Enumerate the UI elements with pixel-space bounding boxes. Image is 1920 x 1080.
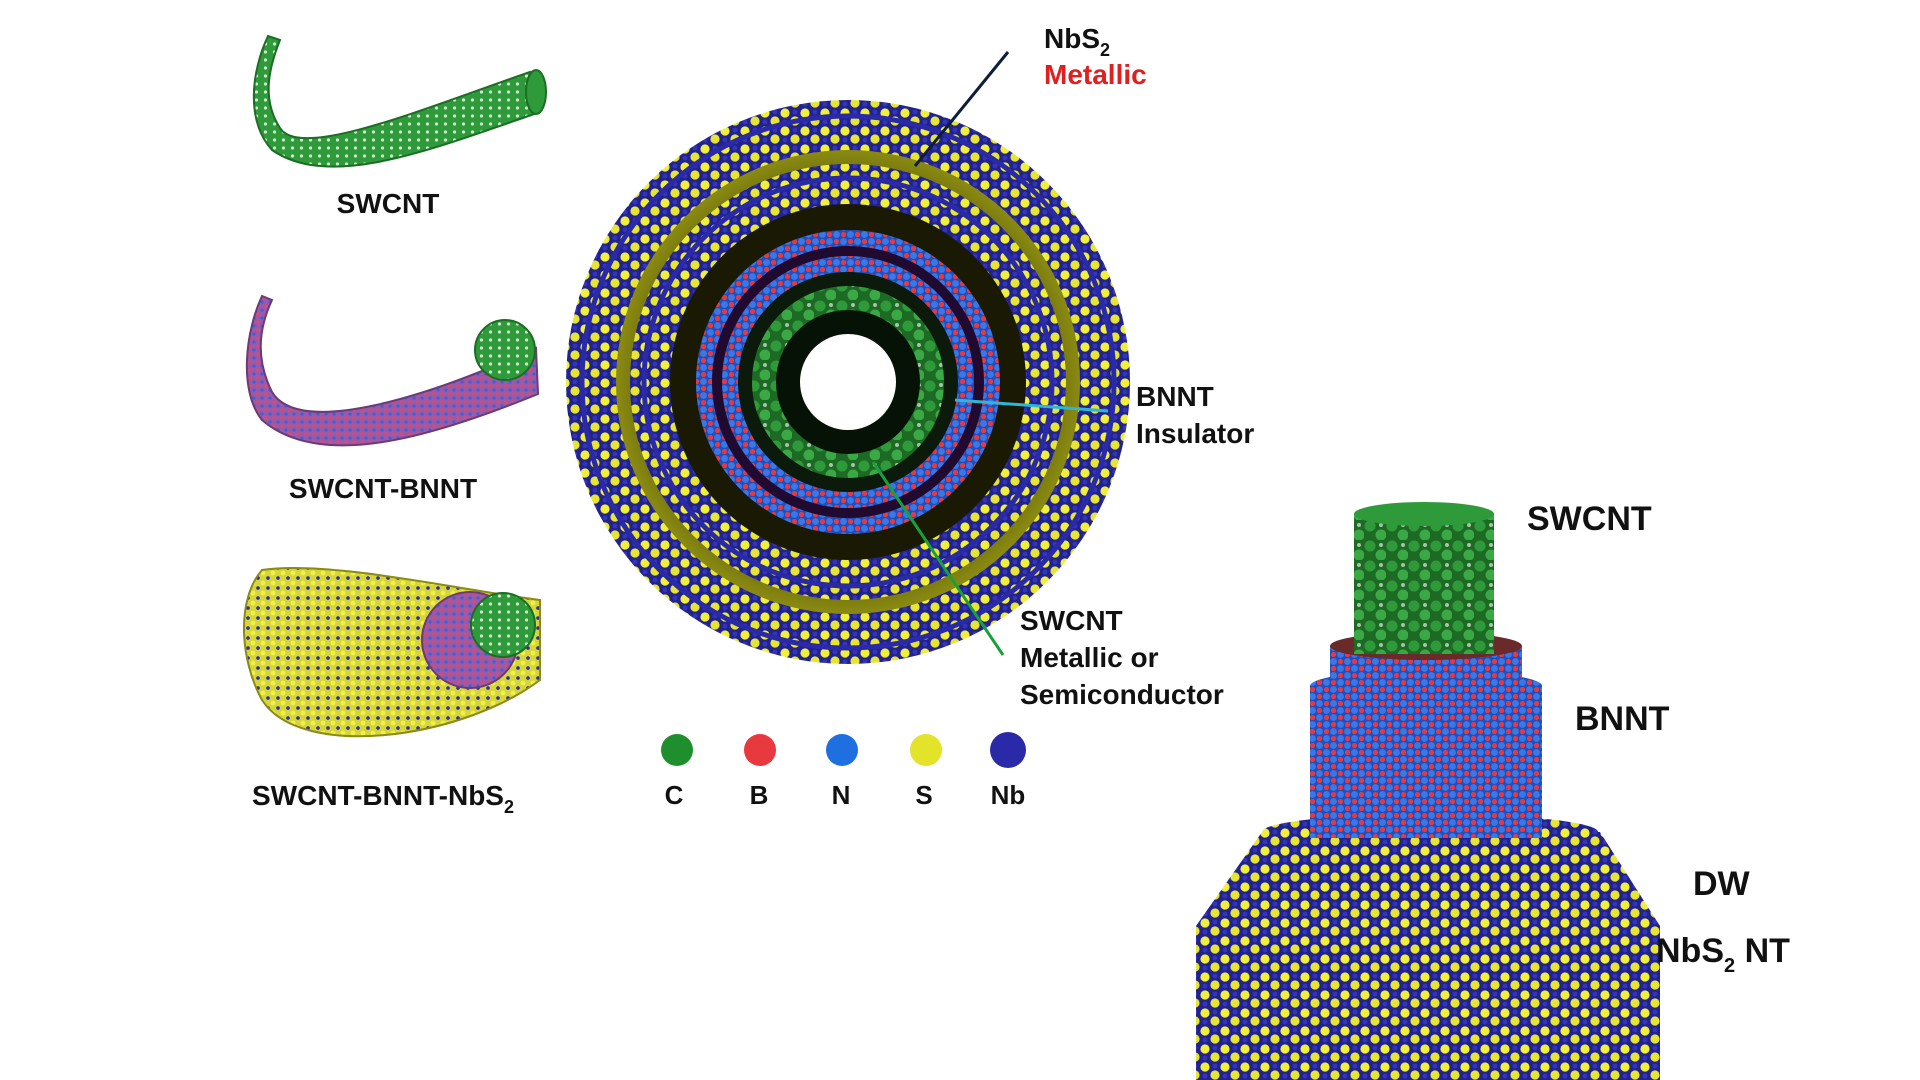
element-legend: C B N S Nb <box>661 732 1026 810</box>
legend-label-n: N <box>832 780 851 810</box>
legend-item-b: B <box>744 734 776 810</box>
swcnt-bnnt-nbs2-label-subscript: 2 <box>504 797 514 817</box>
cross-section-image <box>566 100 1130 664</box>
side-bnnt-label: BNNT <box>1575 700 1670 738</box>
swcnt-bnnt-nbs2-tube-label: SWCNT-BNNT-NbS2 <box>252 780 514 817</box>
swcnt-pointer-line <box>871 461 1005 656</box>
legend-item-nb: Nb <box>990 732 1026 810</box>
legend-swatch-s <box>910 734 942 766</box>
legend-item-n: N <box>826 734 858 810</box>
side-nbs2-nt-suffix: NT <box>1735 932 1790 970</box>
swcnt-bnnt-tube-label: SWCNT-BNNT <box>289 473 477 504</box>
side-dw-label: DW <box>1693 865 1751 903</box>
legend-swatch-n <box>826 734 858 766</box>
side-nbs2-nt-main: NbS <box>1656 932 1724 970</box>
bnnt-pointer-line <box>954 398 1109 413</box>
swcnt-tube-image <box>252 34 547 168</box>
legend-label-c: C <box>665 780 684 810</box>
swcnt-tube-label: SWCNT <box>337 188 440 219</box>
swcnt-bnnt-tube-image <box>245 294 540 447</box>
swcnt-property-line2: Semiconductor <box>1020 679 1224 710</box>
legend-swatch-c <box>661 734 693 766</box>
swcnt-bnnt-nbs2-tube-image <box>242 567 541 738</box>
nbs2-pointer-line <box>913 51 1010 167</box>
swcnt-bnnt-nbs2-label-main: SWCNT-BNNT-NbS <box>252 780 504 811</box>
swcnt-property-line1: Metallic or <box>1020 642 1159 673</box>
side-swcnt-label: SWCNT <box>1527 500 1652 538</box>
side-nbs2-nt-subscript: 2 <box>1724 955 1735 977</box>
nbs2-label-subscript: 2 <box>1100 40 1110 60</box>
swcnt-cross-label: SWCNT <box>1020 605 1123 636</box>
legend-label-b: B <box>750 780 769 810</box>
legend-swatch-b <box>744 734 776 766</box>
nbs2-label-main: NbS <box>1044 23 1100 54</box>
legend-label-nb: Nb <box>991 780 1026 810</box>
legend-item-s: S <box>910 734 942 810</box>
legend-item-c: C <box>661 734 693 810</box>
legend-swatch-nb <box>990 732 1026 768</box>
insulator-label: Insulator <box>1136 418 1254 449</box>
nbs2-label: NbS2 <box>1044 23 1110 60</box>
bnnt-label: BNNT <box>1136 381 1214 412</box>
side-nbs2-nt-label: NbS2 NT <box>1656 932 1790 977</box>
metallic-label: Metallic <box>1044 59 1147 90</box>
side-view-image <box>1196 502 1660 1080</box>
legend-label-s: S <box>915 780 932 810</box>
